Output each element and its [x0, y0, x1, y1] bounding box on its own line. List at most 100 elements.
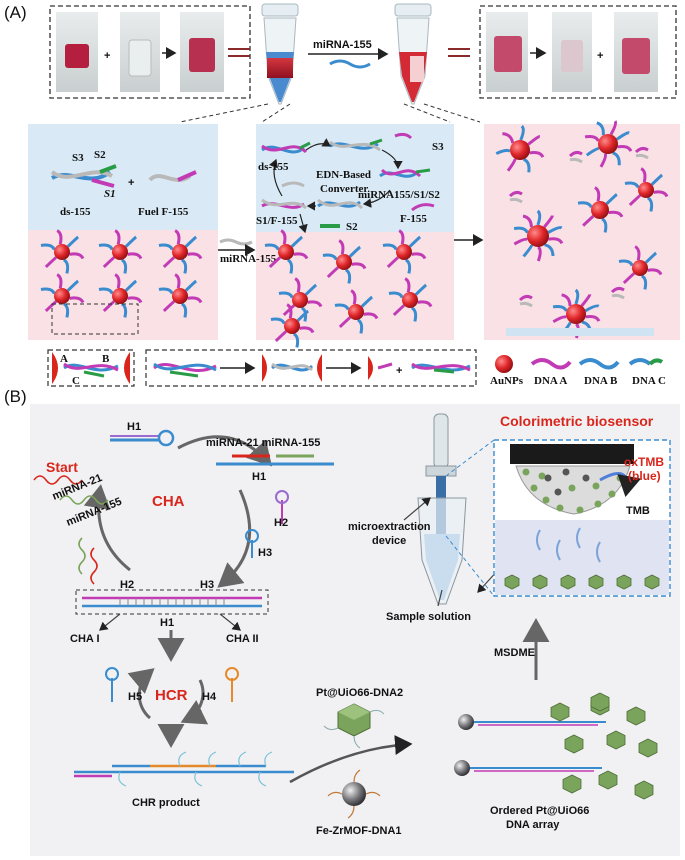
tube-after [394, 3, 432, 105]
aunp-particle [513, 209, 564, 262]
plus-ds: + [128, 177, 134, 189]
mech-plus: + [396, 365, 402, 377]
converter-ds155-label: ds-155 [258, 161, 289, 173]
legend-aunps: AuNPs [490, 375, 524, 387]
h5-hairpin [105, 667, 119, 702]
dispersed-aunps [495, 120, 669, 339]
aunp-particle [618, 245, 663, 290]
chr-product-duplex [74, 751, 294, 787]
assembly-arrow [289, 735, 413, 784]
mirna-strand-icon [329, 59, 371, 69]
aunp-particle [40, 273, 85, 318]
ordered-array [454, 692, 658, 800]
cha1-arrow [99, 613, 121, 631]
sample-pointer [437, 589, 443, 607]
h4-hairpin [225, 667, 239, 702]
linker-c-label: C [72, 375, 80, 387]
legend-aunp-icon [495, 355, 513, 373]
h2-label: H2 [274, 517, 288, 529]
ordered-label-1: Ordered Pt@UiO66 [490, 805, 589, 817]
fuel-label: Fuel F-155 [138, 206, 189, 218]
linker-b-label: B [102, 353, 110, 365]
start-label: Start [46, 459, 78, 475]
biosensor-particles [504, 468, 660, 590]
aunp-particle [624, 167, 669, 212]
right-vial-photos [479, 5, 677, 99]
duplex-h2-label: H2 [120, 579, 134, 591]
cha1-label: CHA I [70, 633, 100, 645]
panel-b-label: (B) [4, 387, 27, 406]
aunp-network-left [40, 229, 203, 335]
equals-left [228, 48, 250, 57]
h3-hairpin [245, 529, 259, 558]
converter-title-1: EDN-Based [316, 169, 371, 181]
aunp-particle [40, 229, 85, 274]
oxidation-arrow [599, 472, 642, 497]
sample-label: Sample solution [386, 611, 471, 623]
tmb-label: TMB [626, 505, 650, 517]
aunp-network-right [264, 229, 433, 348]
aunp-particle [334, 289, 379, 334]
pt-uio-octahedron [323, 703, 385, 749]
panel-a-label: (A) [4, 3, 27, 22]
aunp-particle [158, 273, 203, 318]
s2-label: S2 [94, 149, 106, 161]
plus-sign: + [104, 50, 110, 62]
microextraction-device [417, 413, 467, 605]
chr-product-label: CHR product [132, 797, 200, 809]
pt-uio-label: Pt@UiO66-DNA2 [316, 687, 403, 699]
fe-mof-label: Fe-ZrMOF-DNA1 [316, 825, 402, 837]
aunp-particle [495, 124, 545, 173]
linker-box [47, 349, 135, 387]
legend-dna-c: DNA C [632, 375, 666, 387]
biosensor-title: Colorimetric biosensor [500, 413, 654, 429]
converter-panel-bg [256, 124, 454, 232]
edn-converter-cycle [261, 132, 435, 234]
cha-duplex [75, 589, 269, 615]
equals-right [448, 48, 470, 57]
duplex-h1-label: H1 [160, 617, 174, 629]
mirna155-arrow2-label: miRNA-155 [220, 253, 277, 265]
micro-label-2: device [372, 535, 406, 547]
fe-mof-sphere [327, 769, 381, 819]
aunp-particle [278, 277, 323, 322]
aunp-particle [388, 277, 433, 322]
cha-label: CHA [152, 493, 185, 510]
h1b-label: H1 [252, 471, 266, 483]
converter-s2-label: S2 [346, 221, 358, 233]
linker-a-label: A [60, 353, 68, 365]
ordered-label-2: DNA array [506, 819, 560, 831]
fuel-strand-tip [177, 170, 197, 182]
h5-label: H5 [128, 691, 142, 703]
left-vial-photos [49, 5, 251, 99]
hcr-cycle [127, 668, 209, 725]
aunp-particle [98, 229, 143, 274]
hcr-label: HCR [155, 687, 188, 704]
legend: AuNPs DNA A DNA B DNA C [490, 355, 666, 387]
aunp-particle [322, 239, 367, 284]
s1-label: S1 [104, 188, 116, 200]
aunp-particle [98, 273, 143, 318]
oxtmb-label: oxTMB [624, 455, 664, 469]
ds155-label: ds-155 [60, 206, 91, 218]
duplex-h3-label: H3 [200, 579, 214, 591]
h1-label: H1 [127, 421, 141, 433]
h4-label: H4 [202, 691, 217, 703]
h1-duplex [216, 454, 334, 466]
mirna155-arrow-label: miRNA-155 [313, 39, 372, 51]
aunp-particle [584, 120, 633, 168]
projection-lines [179, 103, 481, 123]
h2-hairpin [275, 490, 289, 524]
legend-dna-b: DNA B [584, 375, 618, 387]
mechanism-box [145, 349, 477, 387]
legend-dna-a: DNA A [534, 375, 567, 387]
mirna-strands [33, 475, 109, 585]
converter-mirna-label: miRNA155/S1/S2 [358, 189, 440, 201]
aunp-particle [577, 186, 624, 233]
legend-dna-c-icon [628, 358, 652, 366]
msdme-label: MSDME [494, 647, 535, 659]
legend-dna-b-icon [578, 358, 620, 370]
converter-f155-label: F-155 [400, 213, 427, 225]
cha2-arrow [219, 613, 241, 631]
